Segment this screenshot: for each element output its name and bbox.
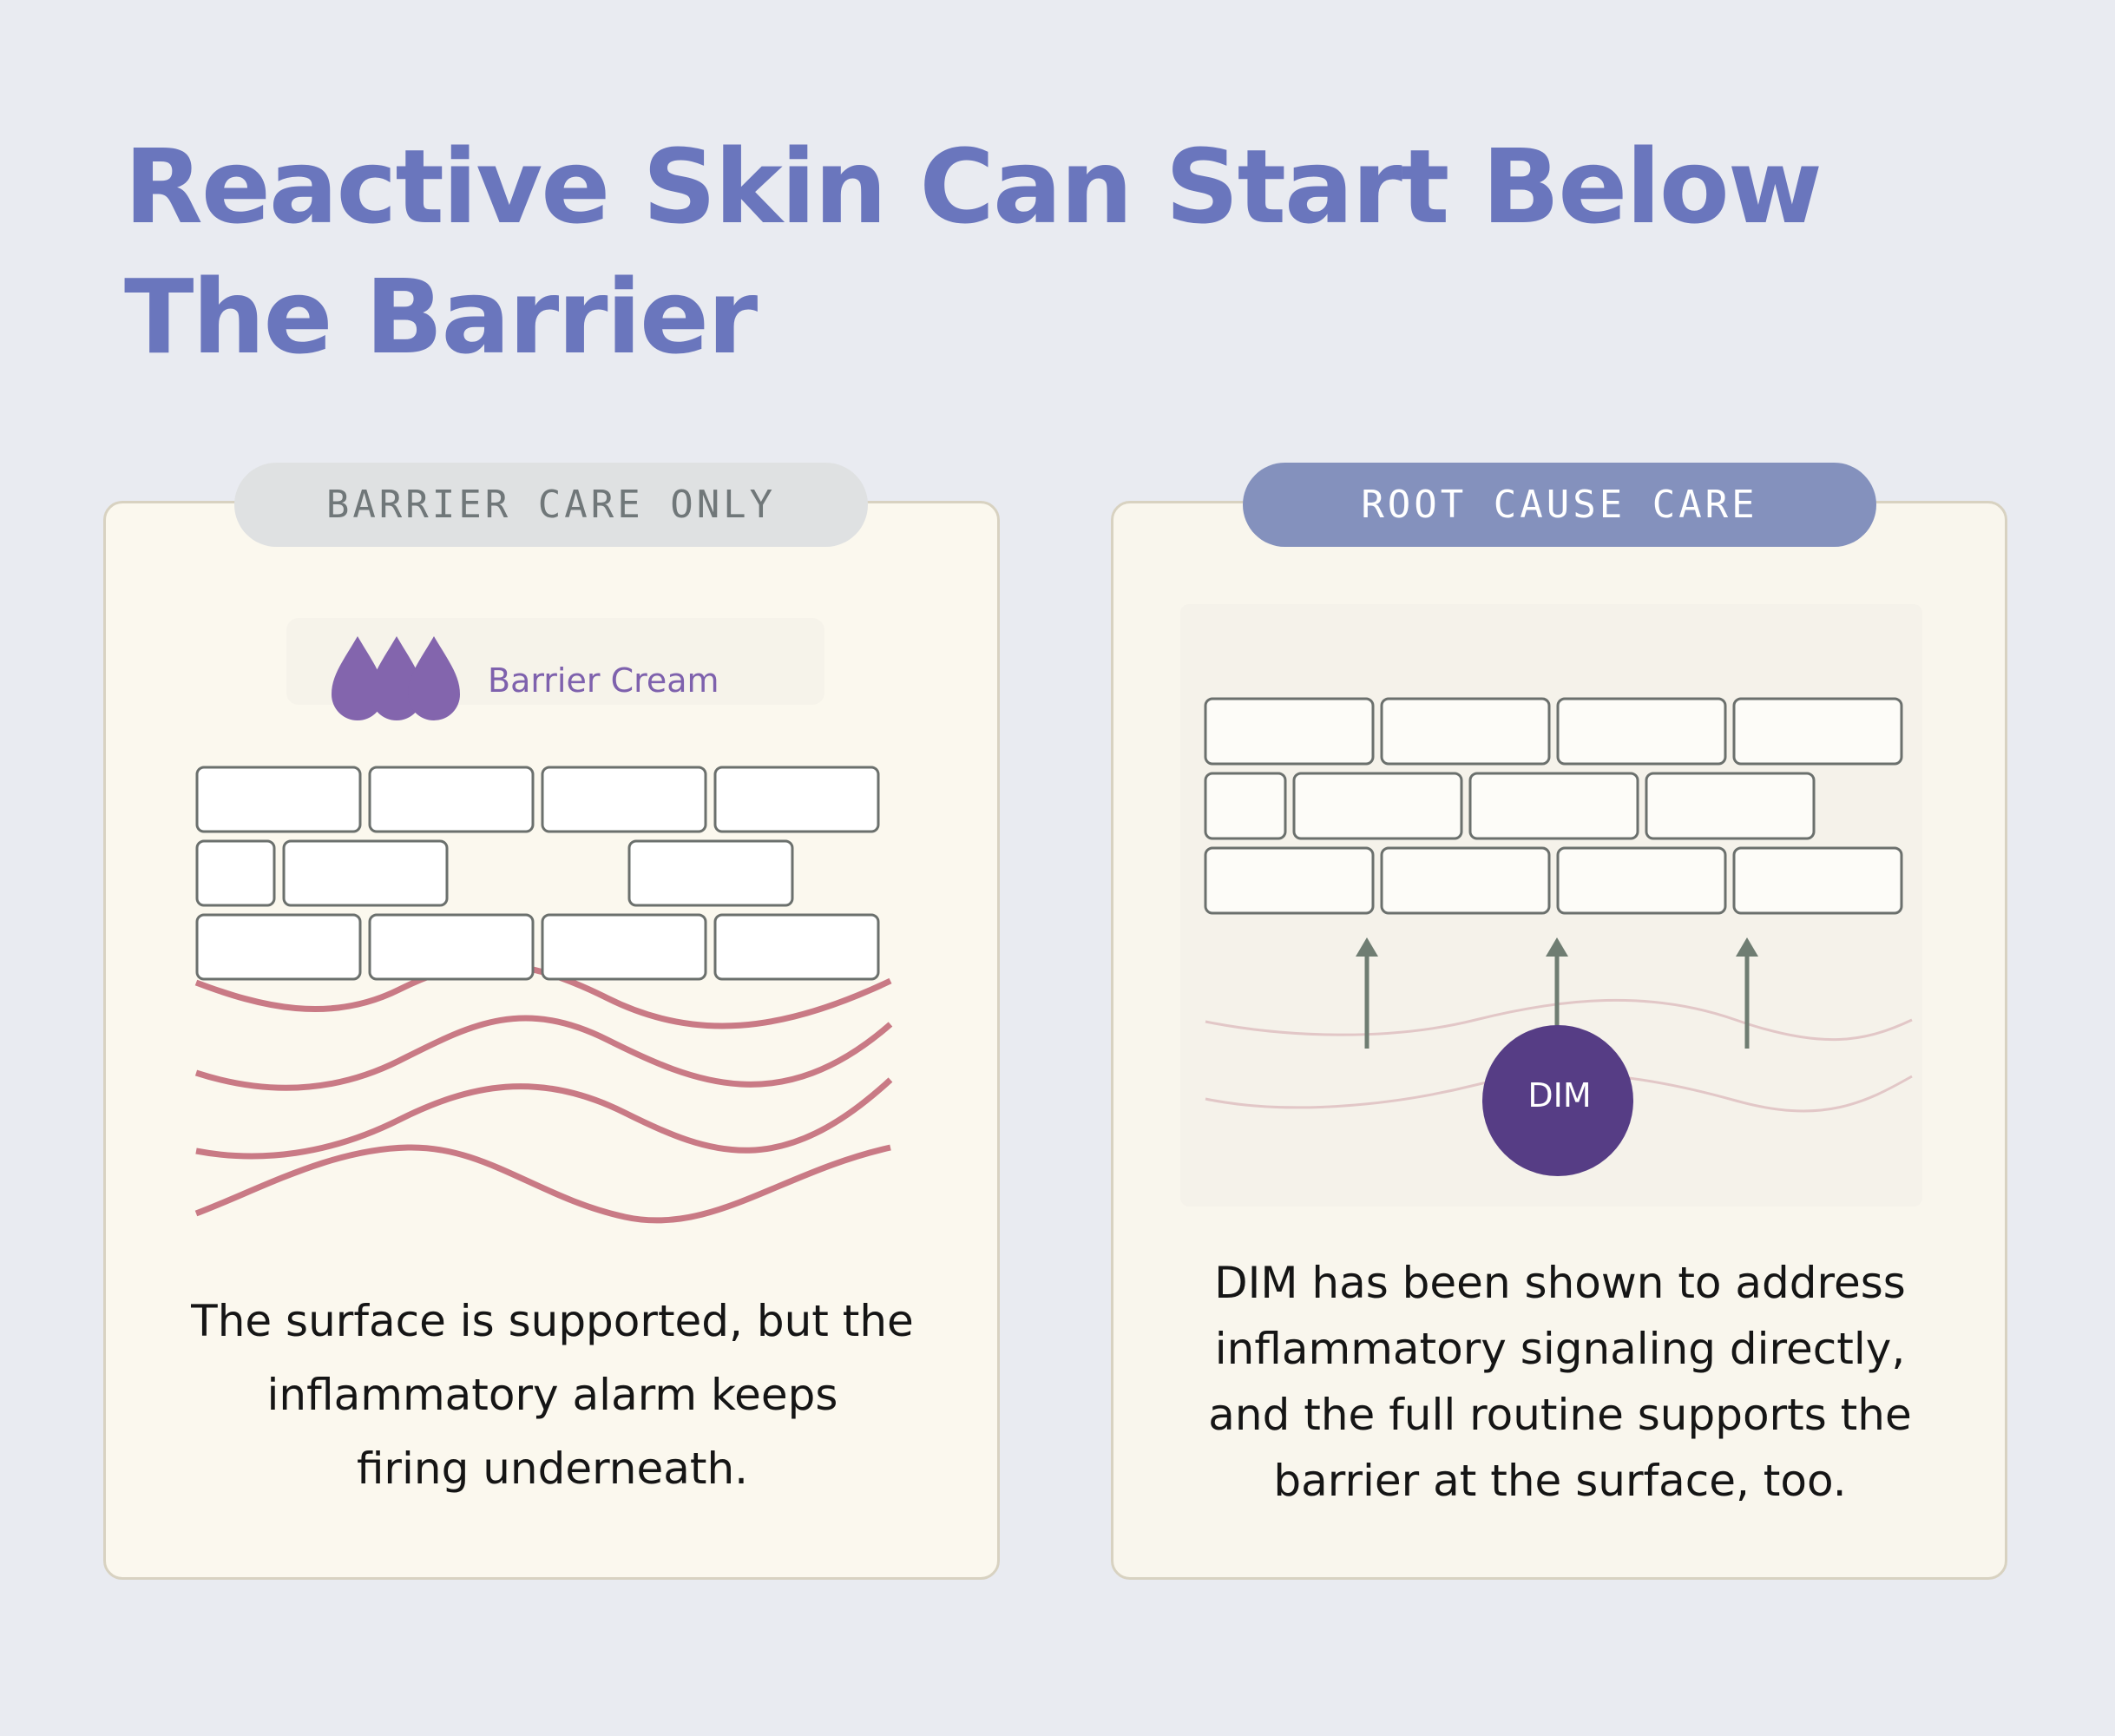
caption-line: firing underneath. bbox=[356, 1443, 749, 1494]
faint-wave-1 bbox=[1205, 998, 1913, 1042]
page-title-line-2: The Barrier bbox=[124, 257, 758, 377]
brick bbox=[1204, 697, 1375, 766]
brick bbox=[1732, 846, 1903, 915]
brick bbox=[1556, 697, 1727, 766]
brick bbox=[1468, 772, 1639, 840]
wave-2 bbox=[194, 1015, 893, 1091]
brick bbox=[1204, 846, 1375, 915]
brick bbox=[282, 839, 449, 907]
caption-line: DIM has been shown to address bbox=[1214, 1258, 1906, 1308]
brick bbox=[195, 913, 362, 981]
barrier-care-tag: BARRIER CARE ONLY bbox=[234, 463, 868, 547]
arrow-up-icon bbox=[1356, 937, 1378, 1049]
brick bbox=[195, 839, 276, 907]
root-cause-care-tag: ROOT CAUSE CARE bbox=[1243, 463, 1876, 547]
brick bbox=[627, 839, 794, 907]
brick bbox=[195, 766, 362, 833]
dim-badge-circle bbox=[1482, 1025, 1633, 1176]
brick bbox=[1732, 697, 1903, 766]
caption-line: barrier at the surface, too. bbox=[1273, 1456, 1847, 1506]
intact-brick-wall bbox=[1204, 697, 1903, 915]
brick bbox=[1380, 846, 1551, 915]
caption-line: inflammatory alarm keeps bbox=[266, 1370, 838, 1420]
brick bbox=[368, 766, 535, 833]
caption-line: and the full routine supports the bbox=[1208, 1390, 1912, 1440]
brick bbox=[368, 913, 535, 981]
droplets-icon bbox=[332, 636, 460, 720]
inflammation-waves bbox=[194, 961, 893, 1224]
brick bbox=[713, 913, 880, 981]
brick bbox=[541, 913, 707, 981]
caption-line: inflammatory signaling directly, bbox=[1214, 1324, 1906, 1374]
wave-3 bbox=[195, 1077, 893, 1160]
wave-4 bbox=[194, 1144, 891, 1224]
brick bbox=[713, 766, 880, 833]
brick bbox=[1556, 846, 1727, 915]
page-title-line-1: Reactive Skin Can Start Below bbox=[124, 127, 1823, 247]
arrow-up-icon bbox=[1736, 937, 1758, 1049]
brick bbox=[1645, 772, 1816, 840]
root-cause-caption: DIM has been shown to address inflammato… bbox=[1172, 1250, 1948, 1514]
dim-badge-label: DIM bbox=[1527, 1076, 1592, 1115]
brick bbox=[1380, 697, 1551, 766]
brick bbox=[1292, 772, 1463, 840]
brick bbox=[1204, 772, 1287, 840]
brick bbox=[541, 766, 707, 833]
damaged-brick-wall bbox=[195, 766, 880, 981]
barrier-care-caption: The surface is supported, but the inflam… bbox=[164, 1285, 941, 1506]
upward-arrows bbox=[1356, 937, 1758, 1049]
caption-line: The surface is supported, but the bbox=[191, 1296, 914, 1346]
barrier-cream-label: Barrier Cream bbox=[488, 661, 719, 700]
page-title: Reactive Skin Can Start Below The Barrie… bbox=[124, 122, 1860, 382]
